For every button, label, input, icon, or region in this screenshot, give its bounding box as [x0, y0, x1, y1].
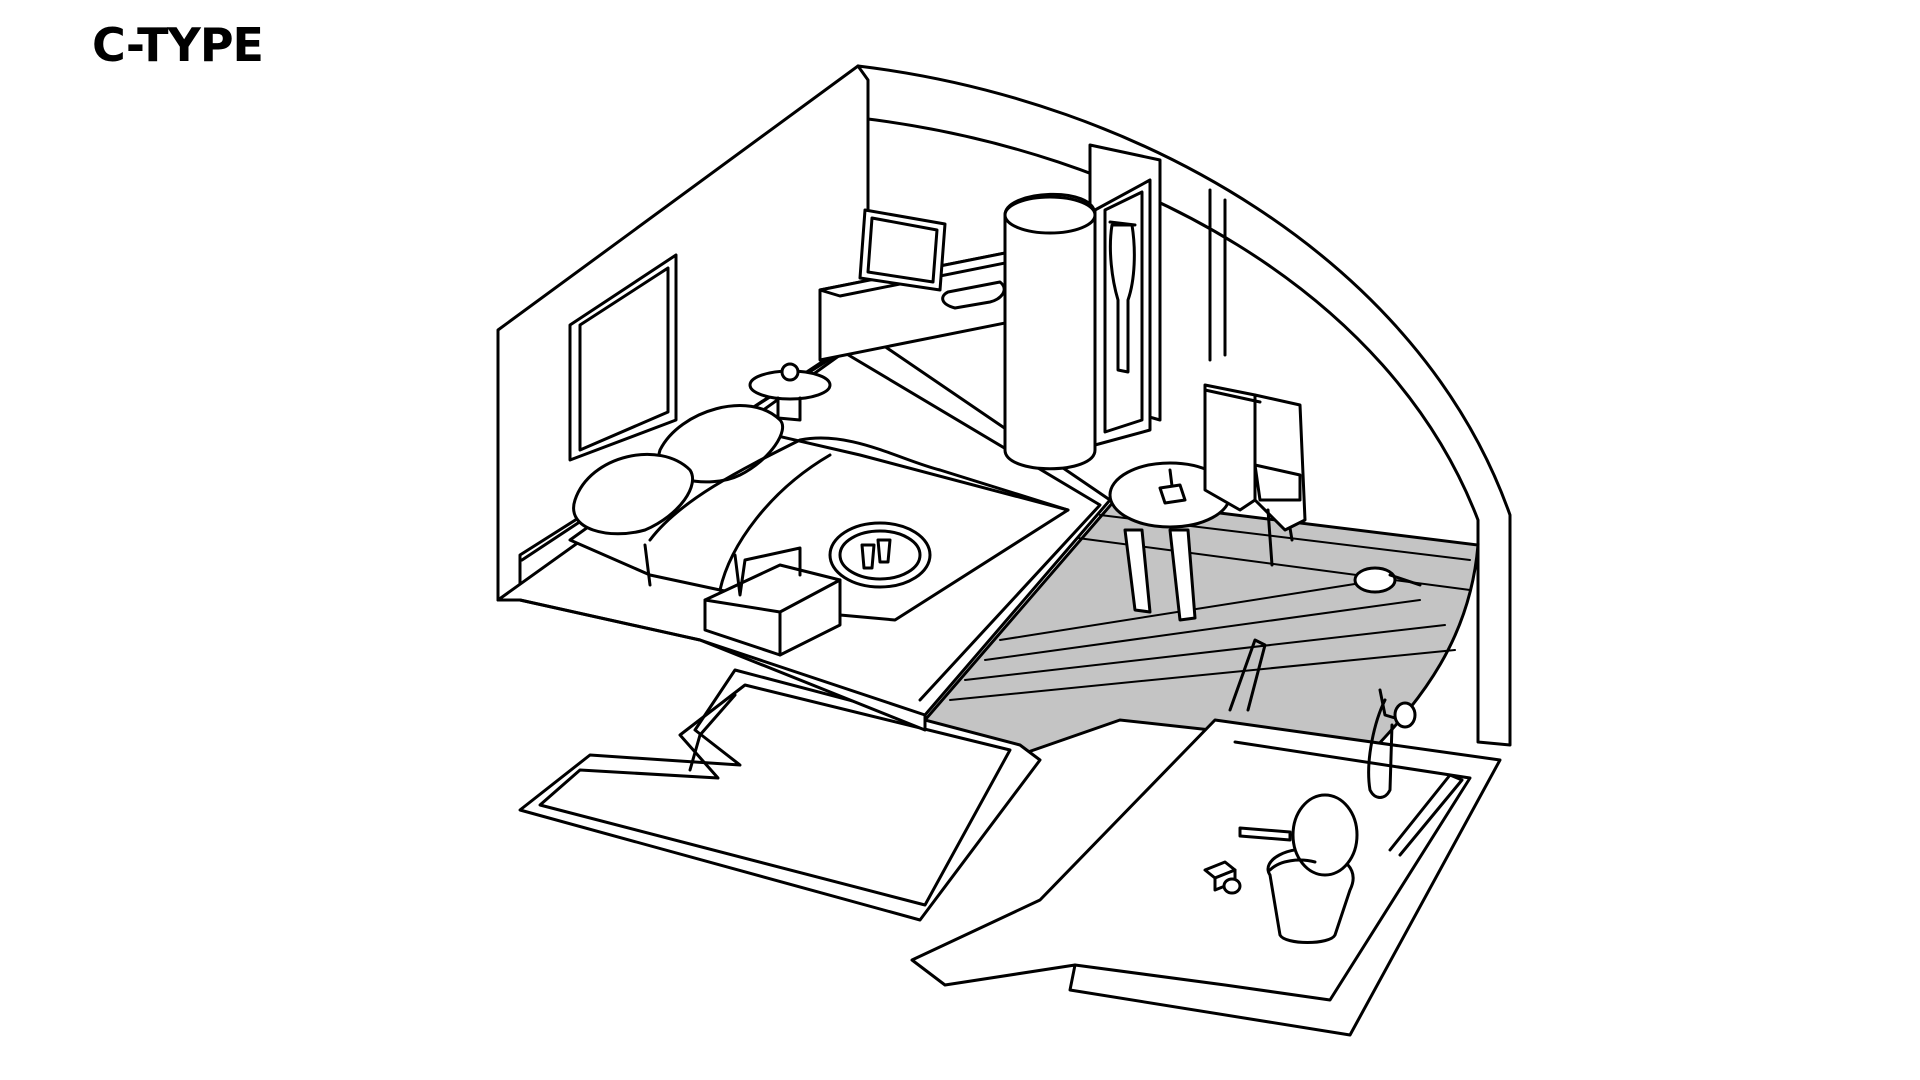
- floor-mirror: [1353, 566, 1422, 594]
- hand-shower: [1367, 688, 1417, 799]
- left-wall: [496, 64, 870, 602]
- armchair: [1203, 383, 1307, 567]
- wood-floor: [922, 498, 1480, 762]
- wardrobe: [1003, 143, 1162, 471]
- pillow-2: [572, 453, 695, 536]
- wall-painting: [568, 253, 678, 462]
- towel-bar: [1238, 826, 1292, 842]
- desk-monitor: [858, 208, 947, 292]
- bed-tray: [828, 521, 932, 589]
- table-ornament: [1158, 483, 1187, 505]
- entrance-floor: [518, 668, 1042, 922]
- toilet-paper-holder: [1203, 860, 1242, 895]
- room-type-title: C-TYPE: [92, 18, 264, 72]
- toilet: [1266, 793, 1359, 944]
- bedside-lamp: [780, 362, 800, 382]
- bathrobe: [1108, 223, 1136, 374]
- bedside-table: [748, 362, 832, 422]
- storage-box: [703, 546, 842, 657]
- lounge-table: [1108, 461, 1232, 622]
- bed: [568, 404, 1070, 622]
